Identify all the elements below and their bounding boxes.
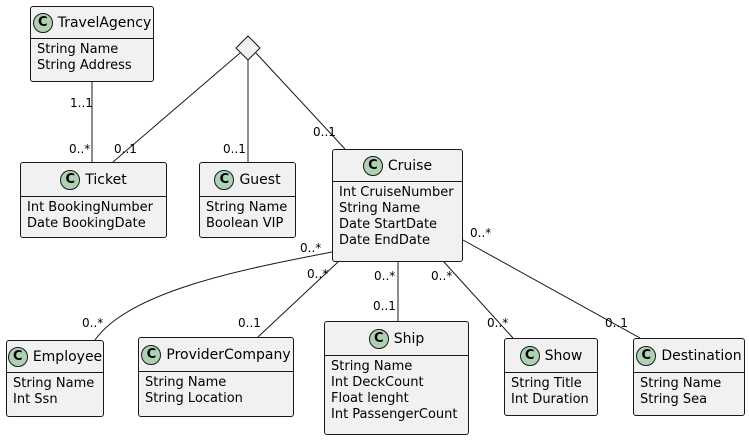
class-destination[interactable]: C Destination String Name String Sea bbox=[633, 338, 745, 416]
class-name: Destination bbox=[661, 347, 742, 364]
class-attribute: String Name bbox=[331, 359, 413, 374]
association-diamond bbox=[235, 35, 261, 61]
multiplicity-label: 0..1 bbox=[373, 299, 396, 313]
multiplicity-label: 0..* bbox=[374, 269, 396, 283]
multiplicity-label: 0..* bbox=[82, 316, 104, 330]
class-attribute: Boolean VIP bbox=[206, 216, 284, 231]
class-icon: C bbox=[60, 169, 81, 190]
class-attribute: String Name bbox=[13, 376, 95, 391]
class-provider-company[interactable]: C ProviderCompany String Name String Loc… bbox=[138, 337, 294, 417]
class-attribute: Date StartDate bbox=[339, 217, 438, 232]
multiplicity-label: 0..* bbox=[431, 269, 453, 283]
class-attribute: String Name bbox=[145, 375, 227, 390]
multiplicity-label: 0..* bbox=[487, 316, 509, 330]
class-name: ProviderCompany bbox=[166, 346, 291, 363]
class-icon: C bbox=[362, 155, 383, 176]
class-attribute: String Name bbox=[37, 42, 119, 57]
class-attribute: Int PassengerCount bbox=[331, 407, 458, 422]
class-attribute: String Name bbox=[640, 376, 722, 391]
class-name: Ticket bbox=[85, 171, 127, 188]
class-name: Employee bbox=[32, 348, 103, 365]
class-icon: C bbox=[636, 345, 657, 366]
multiplicity-label: 0..1 bbox=[114, 142, 137, 156]
class-attribute: String Name bbox=[206, 200, 288, 215]
multiplicity-label: 0..1 bbox=[313, 125, 336, 139]
class-attribute: Int Ssn bbox=[13, 392, 58, 407]
multiplicity-label: 0..* bbox=[307, 267, 329, 281]
association-diamond-cruise bbox=[255, 52, 346, 150]
class-ship[interactable]: C Ship String Name Int DeckCount Float l… bbox=[324, 321, 469, 435]
class-name: TravelAgency bbox=[57, 14, 152, 31]
class-guest[interactable]: C Guest String Name Boolean VIP bbox=[199, 162, 296, 238]
association-cruise-show bbox=[443, 261, 514, 339]
class-attribute: Date BookingDate bbox=[27, 216, 146, 231]
class-ticket[interactable]: C Ticket Int BookingNumber Date BookingD… bbox=[20, 162, 167, 238]
class-employee[interactable]: C Employee String Name Int Ssn bbox=[6, 340, 104, 417]
association-cruise-employee bbox=[94, 251, 333, 341]
multiplicity-label: 0..* bbox=[470, 226, 492, 240]
multiplicity-label: 1..1 bbox=[70, 96, 93, 110]
multiplicity-label: 0..1 bbox=[238, 316, 261, 330]
class-name: Guest bbox=[239, 171, 281, 188]
class-attribute: Int Duration bbox=[511, 392, 589, 407]
class-attribute: String Sea bbox=[640, 392, 708, 407]
class-attribute: Int DeckCount bbox=[331, 375, 424, 390]
class-travel-agency[interactable]: C TravelAgency String Name String Addres… bbox=[30, 6, 154, 82]
class-icon: C bbox=[7, 346, 28, 367]
class-icon: C bbox=[141, 344, 162, 365]
class-icon: C bbox=[519, 345, 540, 366]
multiplicity-label: 0..* bbox=[69, 142, 91, 156]
association-diamond-ticket bbox=[112, 52, 241, 163]
class-icon: C bbox=[32, 12, 53, 33]
class-attribute: Int CruiseNumber bbox=[339, 185, 454, 200]
class-cruise[interactable]: C Cruise Int CruiseNumber String Name Da… bbox=[332, 149, 463, 262]
class-icon: C bbox=[214, 169, 235, 190]
class-show[interactable]: C Show String Title Int Duration bbox=[504, 338, 598, 416]
class-icon: C bbox=[368, 328, 389, 349]
class-name: Cruise bbox=[387, 157, 433, 174]
class-attribute: Int BookingNumber bbox=[27, 200, 153, 215]
association-cruise-destination bbox=[462, 239, 641, 339]
multiplicity-label: 0..* bbox=[300, 241, 322, 255]
multiplicity-label: 0..1 bbox=[223, 142, 246, 156]
association-cruise-provider bbox=[257, 261, 339, 338]
class-attribute: String Title bbox=[511, 376, 582, 391]
class-attribute: String Location bbox=[145, 391, 243, 406]
class-attribute: String Name bbox=[339, 201, 421, 216]
class-attribute: Float lenght bbox=[331, 391, 409, 406]
class-attribute: String Address bbox=[37, 58, 132, 73]
class-name: Ship bbox=[393, 330, 425, 347]
class-name: Show bbox=[544, 347, 583, 364]
class-attribute: Date EndDate bbox=[339, 233, 430, 248]
multiplicity-label: 0..1 bbox=[605, 316, 628, 330]
